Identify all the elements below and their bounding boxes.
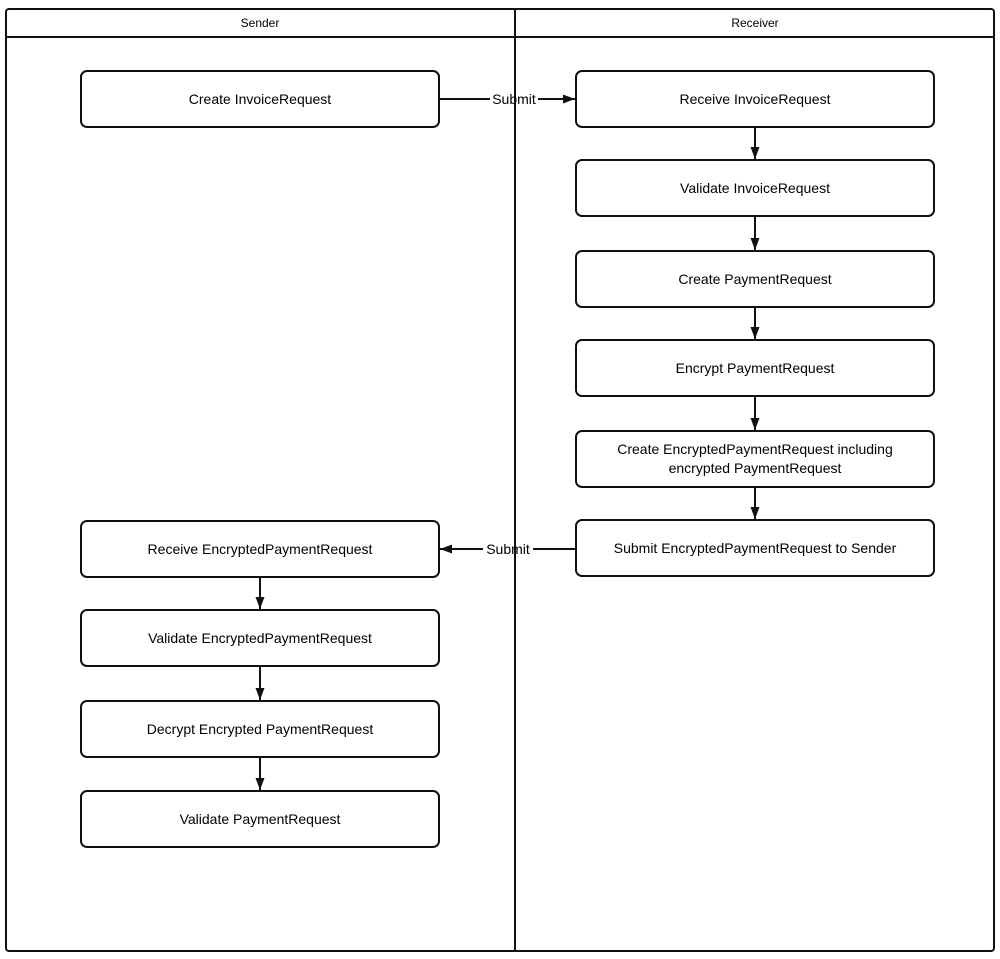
edge-label-payment-submit: Submit [486, 541, 530, 557]
node-submit-encryptedpaymentrequest-to-sender: Submit EncryptedPaymentRequest to Sender [575, 519, 935, 577]
node-create-encryptedpaymentrequest: Create EncryptedPaymentRequest including… [575, 430, 935, 488]
node-receive-invoicerequest: Receive InvoiceRequest [575, 70, 935, 128]
node-encrypt-paymentrequest: Encrypt PaymentRequest [575, 339, 935, 397]
node-decrypt-encrypted-paymentrequest: Decrypt Encrypted PaymentRequest [80, 700, 440, 758]
node-validate-invoicerequest: Validate InvoiceRequest [575, 159, 935, 217]
node-validate-encryptedpaymentrequest: Validate EncryptedPaymentRequest [80, 609, 440, 667]
node-validate-paymentrequest: Validate PaymentRequest [80, 790, 440, 848]
edge-label-invoice-submit: Submit [492, 91, 536, 107]
diagram-border [5, 8, 995, 952]
lane-title-receiver: Receiver [731, 16, 779, 30]
node-receive-encryptedpaymentrequest: Receive EncryptedPaymentRequest [80, 520, 440, 578]
lane-divider [514, 8, 516, 950]
node-create-paymentrequest: Create PaymentRequest [575, 250, 935, 308]
node-create-invoicerequest: Create InvoiceRequest [80, 70, 440, 128]
lane-title-sender: Sender [240, 16, 280, 30]
lane-header-separator [5, 36, 995, 38]
